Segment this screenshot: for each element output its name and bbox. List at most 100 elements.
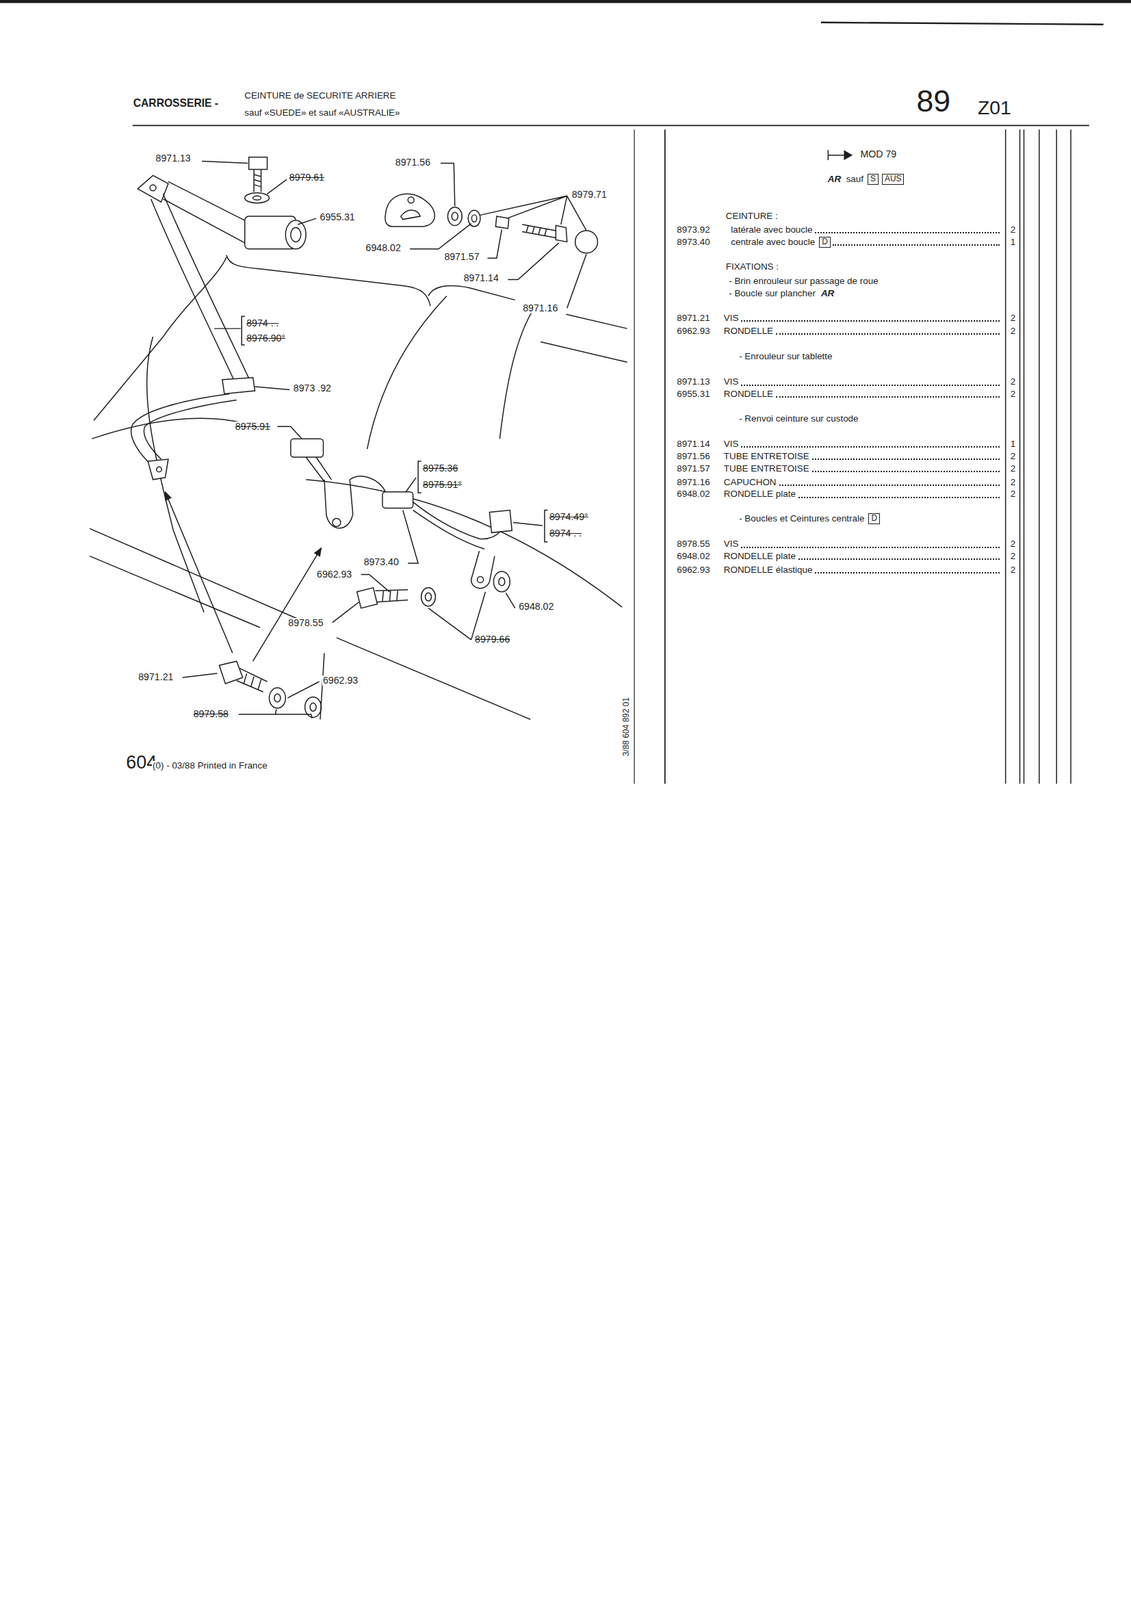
table-text: CEINTURE :: [725, 211, 779, 221]
callout-number: 6962.93: [322, 675, 359, 686]
table-text: 2: [1009, 565, 1017, 575]
table-text: VIS: [723, 313, 740, 323]
callout-number: 8975.91°: [422, 479, 463, 490]
header-text: Z01: [977, 97, 1012, 119]
table-text: RONDELLE: [723, 326, 774, 336]
table-text: 8971.14: [676, 439, 711, 449]
boxed-symbol: D: [819, 236, 831, 248]
callout-number: 8974 . .: [245, 318, 280, 329]
boxed-symbol: D: [868, 513, 880, 525]
table-text: 8973.92: [676, 225, 711, 235]
boxed-symbol: S: [867, 173, 879, 185]
callout-number: 8979.71: [571, 189, 608, 200]
reference-code: 3/88 604 892 01: [621, 696, 631, 757]
dot-leader: [798, 496, 1000, 499]
table-text: centrale avec boucle: [730, 237, 816, 247]
table-text: 2: [1009, 489, 1017, 499]
table-text: latérale avec boucle: [730, 225, 813, 235]
table-text: RONDELLE élastique: [723, 565, 814, 575]
table-text: VIS: [723, 439, 740, 449]
table-text: - Boucle sur plancher: [728, 288, 817, 299]
table-text: 2: [1009, 551, 1017, 562]
table-text: TUBE ENTRETOISE: [723, 463, 811, 474]
callout-number: 8971.13: [155, 153, 192, 164]
table-text: 8978.55: [676, 539, 711, 549]
dot-leader: [775, 333, 1000, 335]
callout-number: 8975.91: [234, 421, 271, 432]
table-text: 8973.40: [676, 237, 711, 247]
table-text: 8971.56: [676, 451, 711, 462]
dot-leader: [779, 484, 1000, 486]
table-text: 2: [1009, 389, 1017, 399]
table-text: 1: [1009, 439, 1017, 449]
dot-leader: [832, 244, 1000, 246]
callout-number: 6948.02: [517, 601, 555, 612]
symbol-text: D: [871, 513, 878, 523]
callout-number: 8971.56: [394, 157, 432, 168]
table-text: 2: [1009, 225, 1017, 235]
heading: CEINTURE de SECURITE ARRIERE: [243, 91, 397, 101]
callout-number: 8978.55: [287, 617, 324, 629]
callout-number: 8979.58: [192, 708, 230, 720]
table-text: VIS: [723, 377, 740, 387]
table-text: 2: [1009, 313, 1017, 323]
table-text: - Renvoi ceinture sur custode: [738, 413, 859, 424]
callout-number: 8973 .92: [292, 383, 332, 394]
table-text: AR: [820, 288, 835, 299]
dot-leader: [741, 320, 999, 322]
table-text: 2: [1009, 326, 1017, 336]
table-text: CAPUCHON: [723, 477, 778, 488]
table-text: 6962.93: [676, 326, 711, 336]
symbol-text: D: [821, 236, 828, 247]
table-text: - Enrouleur sur tablette: [738, 351, 833, 362]
callout-number: 8976.90°: [245, 333, 286, 344]
header-text: CARROSSERIE -: [132, 97, 219, 109]
footer-text: (0) - 03/88 Printed in France: [151, 760, 269, 771]
table-text: 8971.57: [676, 463, 711, 474]
callout-number: 8971.16: [522, 303, 559, 314]
dot-leader: [741, 546, 999, 549]
symbol-text: S: [870, 173, 876, 184]
table-text: 1: [1009, 237, 1017, 247]
table-text: 2: [1009, 377, 1017, 387]
dot-leader: [798, 558, 1000, 560]
table-text: 2: [1009, 477, 1017, 488]
callout-number: 8975.36: [422, 463, 459, 474]
table-text: RONDELLE: [723, 389, 774, 399]
dot-leader: [812, 470, 1000, 473]
table-text: TUBE ENTRETOISE: [723, 451, 811, 462]
table-text: 2: [1009, 539, 1017, 549]
dot-leader: [814, 231, 999, 234]
callout-number: 8973.40: [363, 556, 400, 568]
callout-number: 8979.66: [474, 634, 511, 645]
dot-leader: [741, 446, 999, 448]
table-text: 8971.13: [676, 377, 711, 387]
callout-number: 8971.14: [463, 273, 500, 284]
dot-leader: [814, 572, 999, 574]
table-text: MOD 79: [860, 149, 898, 160]
table-text: - Boucles et Ceintures centrale: [738, 513, 865, 524]
table-text: 6955.31: [676, 389, 711, 399]
table-text: sauf: [845, 174, 865, 185]
table-text: 8971.21: [676, 313, 711, 323]
callout-number: 6955.31: [319, 212, 356, 223]
table-text: AR: [827, 174, 842, 185]
callout-number: 8971.21: [137, 671, 174, 683]
table-text: 6948.02: [676, 551, 711, 562]
table-text: 6962.93: [676, 565, 711, 575]
table-text: 2: [1009, 463, 1017, 474]
dot-leader: [775, 396, 1000, 398]
dot-leader: [741, 384, 999, 386]
table-text: - Brin enrouleur sur passage de roue: [728, 276, 879, 286]
callout-number: 6962.93: [316, 569, 353, 580]
table-text: 6948.02: [676, 489, 711, 499]
symbol-text: AUS: [884, 173, 902, 184]
boxed-symbol: AUS: [881, 173, 904, 185]
callout-number: 8974 . .: [548, 528, 583, 539]
header-text: 89: [915, 85, 952, 118]
table-text: FIXATIONS :: [725, 262, 780, 272]
header-text: sauf «SUEDE» et sauf «AUSTRALIE»: [243, 108, 401, 118]
callout-number: 8974.49°: [548, 511, 590, 523]
table-text: RONDELLE plate: [723, 551, 797, 562]
